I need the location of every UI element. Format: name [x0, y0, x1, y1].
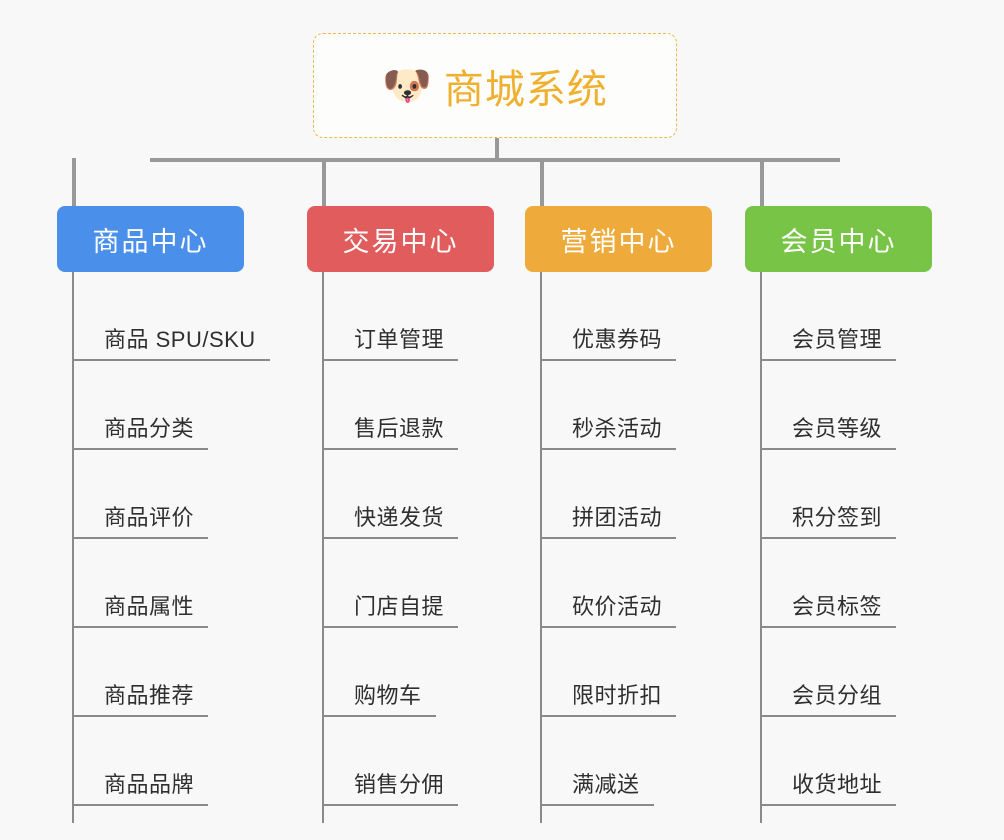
leaf-item[interactable]: 优惠券码 — [542, 272, 677, 361]
leaf-item[interactable]: 商品品牌 — [74, 717, 209, 806]
leaf-item[interactable]: 收货地址 — [762, 717, 897, 806]
leaf-item[interactable]: 购物车 — [324, 628, 436, 717]
leaf-underline: 会员管理 — [762, 322, 897, 361]
leaf-underline: 商品 SPU/SKU — [74, 322, 270, 361]
leaf-underline: 门店自提 — [324, 589, 459, 628]
leaf-label: 快递发货 — [354, 505, 445, 530]
leaf-label: 商品分类 — [104, 416, 195, 441]
leaf-item[interactable]: 拼团活动 — [542, 450, 677, 539]
leaf-underline: 商品推荐 — [74, 678, 209, 717]
leaf-label: 售后退款 — [354, 416, 445, 441]
branch-spine — [540, 272, 542, 823]
leaf-item[interactable]: 商品推荐 — [74, 628, 209, 717]
leaf-label: 满减送 — [572, 772, 640, 797]
root-node[interactable]: 🐶 商城系统 — [313, 33, 677, 138]
leaf-underline: 会员等级 — [762, 411, 897, 450]
category-box-marketing-center[interactable]: 营销中心 — [525, 206, 712, 272]
leaf-underline: 积分签到 — [762, 500, 897, 539]
leaf-item[interactable]: 秒杀活动 — [542, 361, 677, 450]
dog-face-icon: 🐶 — [382, 63, 432, 108]
leaf-item[interactable]: 快递发货 — [324, 450, 459, 539]
leaf-label: 订单管理 — [354, 327, 445, 352]
leaf-underline: 限时折扣 — [542, 678, 677, 717]
leaf-label: 收货地址 — [792, 772, 883, 797]
leaf-label: 会员标签 — [792, 594, 883, 619]
leaf-item[interactable]: 会员管理 — [762, 272, 897, 361]
category-box-product-center[interactable]: 商品中心 — [57, 206, 244, 272]
connector-stem-product-center — [72, 158, 76, 208]
leaf-item[interactable]: 销售分佣 — [324, 717, 459, 806]
root-title: 商城系统 — [443, 67, 608, 112]
leaf-underline: 销售分佣 — [324, 767, 459, 806]
branch-spine — [760, 272, 762, 823]
leaf-label: 商品品牌 — [104, 772, 195, 797]
leaf-label: 商品评价 — [104, 505, 195, 530]
leaf-underline: 满减送 — [542, 767, 654, 806]
leaf-label: 商品属性 — [104, 594, 195, 619]
category-label: 营销中心 — [560, 226, 677, 257]
leaf-underline: 会员标签 — [762, 589, 897, 628]
leaf-underline: 订单管理 — [324, 322, 459, 361]
leaf-label: 积分签到 — [792, 505, 883, 530]
connector-stem-marketing-center — [540, 158, 544, 208]
category-box-member-center[interactable]: 会员中心 — [745, 206, 932, 272]
leaf-item[interactable]: 满减送 — [542, 717, 654, 806]
category-label: 交易中心 — [342, 226, 459, 257]
leaf-label: 拼团活动 — [572, 505, 663, 530]
leaf-label: 会员分组 — [792, 683, 883, 708]
leaf-label: 商品推荐 — [104, 683, 195, 708]
leaf-item[interactable]: 会员等级 — [762, 361, 897, 450]
leaf-underline: 商品属性 — [74, 589, 209, 628]
leaf-underline: 商品品牌 — [74, 767, 209, 806]
leaf-label: 秒杀活动 — [572, 416, 663, 441]
leaf-item[interactable]: 订单管理 — [324, 272, 459, 361]
leaf-item[interactable]: 会员标签 — [762, 539, 897, 628]
leaf-underline: 秒杀活动 — [542, 411, 677, 450]
leaf-item[interactable]: 会员分组 — [762, 628, 897, 717]
connector-root-stem — [495, 138, 499, 162]
leaf-label: 门店自提 — [354, 594, 445, 619]
leaf-underline: 购物车 — [324, 678, 436, 717]
leaf-label: 会员管理 — [792, 327, 883, 352]
branch-spine — [322, 272, 324, 823]
connector-stem-member-center — [760, 158, 764, 208]
leaf-underline: 快递发货 — [324, 500, 459, 539]
leaf-underline: 会员分组 — [762, 678, 897, 717]
leaf-underline: 商品评价 — [74, 500, 209, 539]
leaf-label: 商品 SPU/SKU — [104, 327, 256, 352]
leaf-item[interactable]: 砍价活动 — [542, 539, 677, 628]
leaf-item[interactable]: 商品评价 — [74, 450, 209, 539]
leaf-item[interactable]: 门店自提 — [324, 539, 459, 628]
leaf-item[interactable]: 积分签到 — [762, 450, 897, 539]
leaf-label: 销售分佣 — [354, 772, 445, 797]
leaf-underline: 收货地址 — [762, 767, 897, 806]
branch-spine — [72, 272, 74, 823]
leaf-underline: 商品分类 — [74, 411, 209, 450]
leaf-underline: 优惠券码 — [542, 322, 677, 361]
leaf-label: 购物车 — [354, 683, 422, 708]
leaf-item[interactable]: 售后退款 — [324, 361, 459, 450]
leaf-item[interactable]: 商品属性 — [74, 539, 209, 628]
category-label: 会员中心 — [780, 226, 897, 257]
leaf-item[interactable]: 商品分类 — [74, 361, 209, 450]
category-label: 商品中心 — [92, 226, 209, 257]
leaf-underline: 拼团活动 — [542, 500, 677, 539]
leaf-underline: 售后退款 — [324, 411, 459, 450]
leaf-item[interactable]: 商品 SPU/SKU — [74, 272, 270, 361]
category-box-trade-center[interactable]: 交易中心 — [307, 206, 494, 272]
leaf-underline: 砍价活动 — [542, 589, 677, 628]
leaf-label: 限时折扣 — [572, 683, 663, 708]
leaf-label: 优惠券码 — [572, 327, 663, 352]
connector-horizontal-bus — [150, 158, 840, 162]
leaf-item[interactable]: 限时折扣 — [542, 628, 677, 717]
leaf-label: 砍价活动 — [572, 594, 663, 619]
connector-stem-trade-center — [322, 158, 326, 208]
leaf-label: 会员等级 — [792, 416, 883, 441]
